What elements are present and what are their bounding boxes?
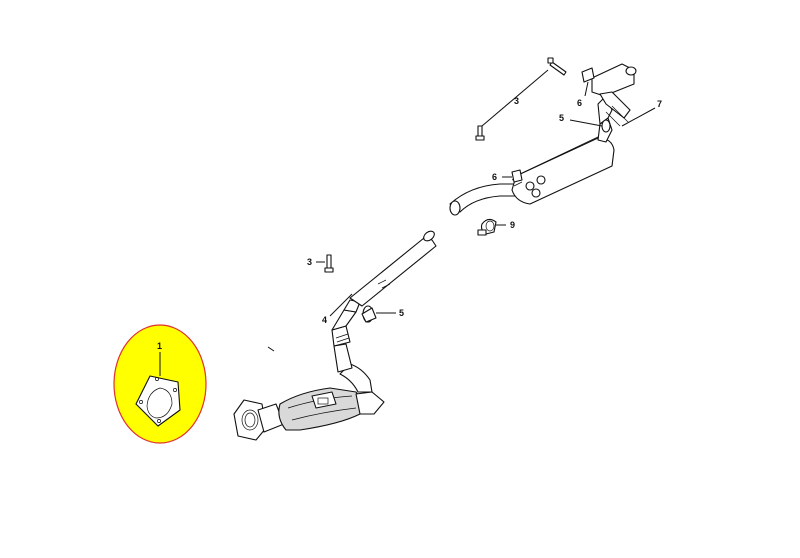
callout-3-left: 3: [307, 257, 312, 267]
isolator-part-6-upper[interactable]: [581, 67, 595, 83]
catalytic-converter[interactable]: [233, 299, 385, 441]
callout-1: 1: [157, 341, 162, 351]
bolt-part-3-top[interactable]: [547, 57, 567, 76]
callout-7: 7: [657, 99, 662, 109]
leader-6-upper: [584, 81, 589, 97]
muffler-assembly[interactable]: [449, 95, 615, 216]
callout-5-left: 5: [399, 308, 404, 318]
leader-5-right: [569, 119, 603, 127]
rear-tailpipe[interactable]: [591, 63, 637, 127]
gasket-part-1[interactable]: [135, 375, 181, 427]
callout-6-lower: 6: [492, 172, 497, 182]
callout-6-upper: 6: [577, 98, 582, 108]
reference-tick: [267, 346, 275, 352]
leader-7: [621, 107, 656, 127]
leader-4: [329, 293, 353, 317]
front-pipe-part-4[interactable]: [349, 229, 437, 307]
clamp-part-5-right[interactable]: [601, 119, 611, 133]
callout-5-right: 5: [559, 113, 564, 123]
callout-9: 9: [510, 220, 515, 230]
callout-3-right: 3: [514, 96, 519, 106]
leader-3-right: [481, 69, 549, 127]
clamp-part-9[interactable]: [477, 218, 497, 236]
bolt-part-3-left[interactable]: [324, 254, 334, 273]
isolator-part-6-lower[interactable]: [511, 169, 523, 183]
bolt-part-3-mid[interactable]: [475, 125, 485, 141]
clamp-part-5-left[interactable]: [361, 305, 377, 323]
callout-4: 4: [322, 315, 327, 325]
